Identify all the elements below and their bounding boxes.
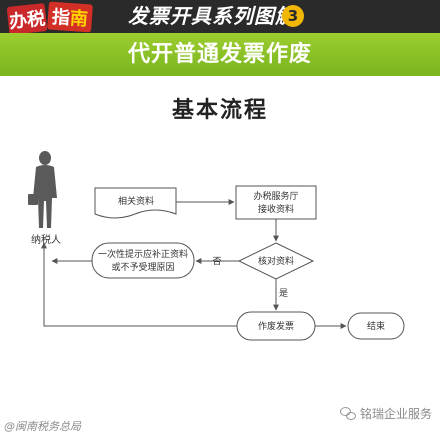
node-check-label: 核对资料 [258,255,294,267]
edge-yes-label: 是 [279,288,288,299]
node-hall-label-1: 办税服务厅 [253,190,298,202]
source-watermark: @闽南税务总局 [4,420,81,433]
node-end [347,312,405,340]
series-number-badge: 3 [282,5,304,27]
taxpayer-label: 纳税人 [31,235,61,246]
header-banner: 办税 指南 发票开具系列图解 3 [0,0,440,35]
node-materials-label: 相关资料 [118,195,154,207]
edge-no-label: 否 [212,256,221,267]
topic-title: 代开普通发票作废 [127,42,312,67]
node-hall-label-2: 接收资料 [258,203,294,215]
series-title: 发票开具系列图解 [128,4,296,28]
node-materials [94,187,177,219]
topic-band: 代开普通发票作废 [0,33,440,76]
node-reject-label-1: 一次性提示应补正资料 [98,248,188,260]
section-title: 基本流程 [171,98,268,123]
node-reject-label-2: 或不予受理原因 [111,261,174,273]
account-name: 铭瑞企业服务 [359,407,432,421]
edge-void-to-taxpayer [41,242,237,327]
node-end-label: 结束 [367,320,385,332]
wechat-icon [339,406,356,421]
node-void-label: 作废发票 [258,320,294,332]
taxpayer-silhouette-icon [28,151,57,228]
account-watermark: 铭瑞企业服务 [339,405,432,422]
